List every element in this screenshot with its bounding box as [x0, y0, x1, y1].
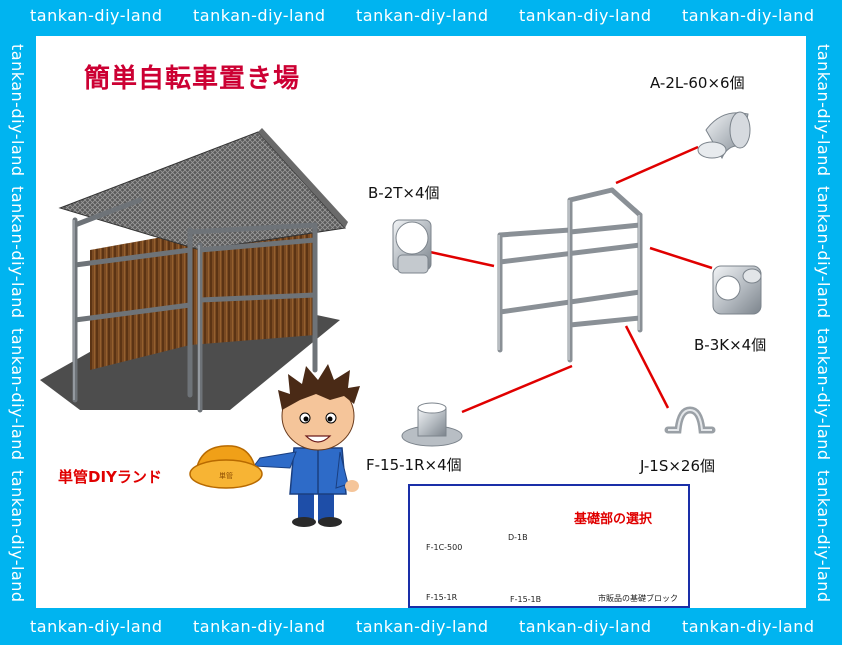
page-title: 簡単自転車置き場	[84, 64, 301, 94]
watermark-left-2: tankan-diy-land	[8, 186, 27, 319]
base-label-f151r: F-15-1R	[426, 593, 458, 602]
watermark-left-4: tankan-diy-land	[8, 470, 27, 603]
watermark-left-3: tankan-diy-land	[8, 328, 27, 461]
f15-base-part	[401, 402, 463, 447]
shed-wall-back	[90, 232, 190, 370]
part-label-f15: F-15-1R×4個	[366, 456, 462, 474]
watermark-right-2: tankan-diy-land	[814, 186, 833, 319]
bicycle-shed-illustration	[40, 128, 348, 413]
part-label-j1s: J-1S×26個	[640, 457, 716, 475]
shed-roof-ridge	[258, 128, 348, 228]
mascot-illustration: 単管	[189, 364, 360, 527]
shed-pipes	[72, 197, 318, 413]
watermark-bottom-4: tankan-diy-land	[519, 617, 652, 636]
watermark-bottom-5: tankan-diy-land	[682, 617, 815, 636]
part-label-b3k: B-3K×4個	[694, 336, 767, 354]
a2l-elbow-part	[697, 111, 751, 160]
part-label-b2t: B-2T×4個	[368, 184, 440, 202]
brand-label: 単管DIYランド	[58, 468, 162, 486]
base-label-f1c: F-1C-500	[426, 543, 463, 552]
b2t-tee-part	[392, 219, 432, 274]
watermark-right-4: tankan-diy-land	[814, 470, 833, 603]
watermark-bottom-1: tankan-diy-land	[30, 617, 163, 636]
base-label-block: 市販品の基礎ブロック	[598, 594, 678, 603]
j1s-clamp-part	[664, 406, 716, 434]
watermark-right-3: tankan-diy-land	[814, 328, 833, 461]
watermark-top-3: tankan-diy-land	[356, 6, 489, 25]
base-options-box: 基礎部の選択 F-1C-500 D-1B F-15-1R F-15-1B 市販品…	[408, 484, 690, 608]
base-options-title: 基礎部の選択	[574, 512, 653, 527]
frame-schematic	[497, 187, 643, 363]
watermark-bottom-2: tankan-diy-land	[193, 617, 326, 636]
shed-wall-side	[190, 225, 315, 345]
watermark-right-1: tankan-diy-land	[814, 44, 833, 177]
leader-lines	[429, 145, 713, 414]
watermark-bottom-3: tankan-diy-land	[356, 617, 489, 636]
watermark-top-2: tankan-diy-land	[193, 6, 326, 25]
watermark-top-4: tankan-diy-land	[519, 6, 652, 25]
part-label-a2l: A-2L-60×6個	[650, 74, 745, 92]
watermark-top-1: tankan-diy-land	[30, 6, 163, 25]
watermark-top-5: tankan-diy-land	[682, 6, 815, 25]
base-label-d1b: D-1B	[508, 533, 528, 542]
base-label-f151b: F-15-1B	[510, 595, 542, 604]
svg-text:単管: 単管	[219, 471, 233, 480]
b3k-cross-part	[712, 265, 762, 315]
watermark-left-1: tankan-diy-land	[8, 44, 27, 177]
